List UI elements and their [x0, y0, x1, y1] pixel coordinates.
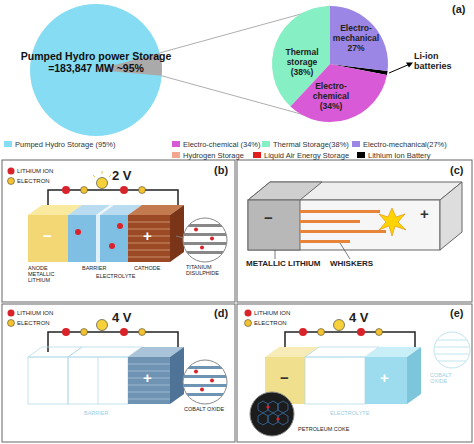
legend-note: ELECTRON	[17, 320, 50, 327]
part-name: METALLIC LITHIUM	[246, 260, 321, 269]
legend-note: ELECTRON	[17, 178, 50, 185]
legend-swatch	[262, 141, 270, 147]
panel-letter: (b)	[214, 164, 228, 176]
part-name: TITANIUM DISULPHIDE	[186, 264, 230, 276]
legend-note: LITHIUM ION	[254, 310, 290, 317]
polarity-sign: −	[43, 228, 52, 245]
polarity-sign: −	[280, 370, 289, 387]
part-name: CATHODE	[134, 265, 160, 271]
part-name: ANODE METALLIC LITHIUM	[28, 265, 68, 283]
li-ion-arrow	[389, 63, 413, 74]
legend-note: LITHIUM ION	[17, 168, 53, 175]
legend-swatch	[172, 141, 180, 147]
voltage-label: 4 V	[112, 311, 132, 325]
panel-frames	[2, 160, 472, 442]
pie-slice: Electro-chemical (34%)	[270, 4, 390, 124]
slice-wedge	[290, 64, 386, 122]
legend-swatch	[253, 152, 261, 158]
cell-c	[248, 182, 462, 259]
pie-chart: Pumped Hydro power Storage =183,847 MW ~…	[28, 2, 164, 138]
part-name: ELECTROLYTE	[96, 273, 135, 279]
legend-swatch	[357, 152, 365, 158]
legend-entry: Hydrogen Storage	[172, 150, 244, 160]
part-name: BARRIER	[84, 410, 108, 416]
legend-swatch	[352, 141, 360, 147]
slice-wedge	[330, 6, 388, 71]
legend-text: Hydrogen Storage	[183, 151, 244, 160]
legend-swatch	[172, 152, 180, 158]
panel-letter: (e)	[450, 307, 463, 319]
legend-text: Electro-mechanical(27%)	[363, 140, 447, 149]
part-name: BARRIER	[82, 265, 106, 271]
cell-e	[245, 310, 473, 437]
panel-letter: (a)	[452, 3, 465, 15]
legend-entry: Liquid Air Energy Storage	[253, 150, 349, 160]
legend-entry: Electro-chemical (34%)	[172, 139, 261, 149]
polarity-sign: +	[143, 370, 152, 387]
cell-d	[8, 310, 231, 405]
part-name: PETROLEUM COKE	[298, 426, 349, 432]
panel-letter: (c)	[450, 164, 463, 176]
legend-text: Electro-chemical (34%)	[183, 140, 261, 149]
legend-entry: Pumped Hydro Storage (95%)	[4, 139, 115, 149]
voltage-label: 2 V	[112, 169, 132, 183]
legend-swatch	[4, 141, 12, 147]
part-name: ELECTROLYTE	[330, 410, 369, 416]
legend-entry: Thermal Storage(38%)	[262, 139, 349, 149]
legend-entry: Electro-mechanical(27%)	[352, 139, 447, 149]
polarity-sign: +	[380, 370, 389, 387]
slice-label: Thermal storage (38%)	[276, 48, 328, 77]
legend-text: Lithium Ion Battery	[368, 151, 431, 160]
callout-label: Li-ion batteries	[414, 52, 466, 72]
legend-note: LITHIUM ION	[17, 310, 53, 317]
legend-entry: Lithium Ion Battery	[357, 150, 431, 160]
part-name: WHISKERS	[330, 260, 373, 269]
legend-note: ELECTRON	[254, 320, 287, 327]
polarity-sign: +	[143, 228, 152, 245]
legend-text: Liquid Air Energy Storage	[264, 151, 349, 160]
slice-label: Electro-chemical (34%)	[302, 82, 360, 111]
part-name: COBALT OXIDE	[430, 372, 462, 384]
slice-label: Electro-mechanical 27%	[330, 24, 382, 53]
panel-letter: (d)	[214, 307, 228, 319]
cell-b	[8, 168, 231, 263]
polarity-sign: −	[264, 210, 273, 227]
slice-label: Pumped Hydro power Storage =183,847 MW ~…	[16, 50, 176, 74]
legend-text: Pumped Hydro Storage (95%)	[15, 140, 115, 149]
part-name: COBALT OXIDE	[184, 406, 224, 412]
voltage-label: 4 V	[349, 311, 369, 325]
polarity-sign: +	[420, 206, 429, 223]
legend-text: Thermal Storage(38%)	[273, 140, 349, 149]
